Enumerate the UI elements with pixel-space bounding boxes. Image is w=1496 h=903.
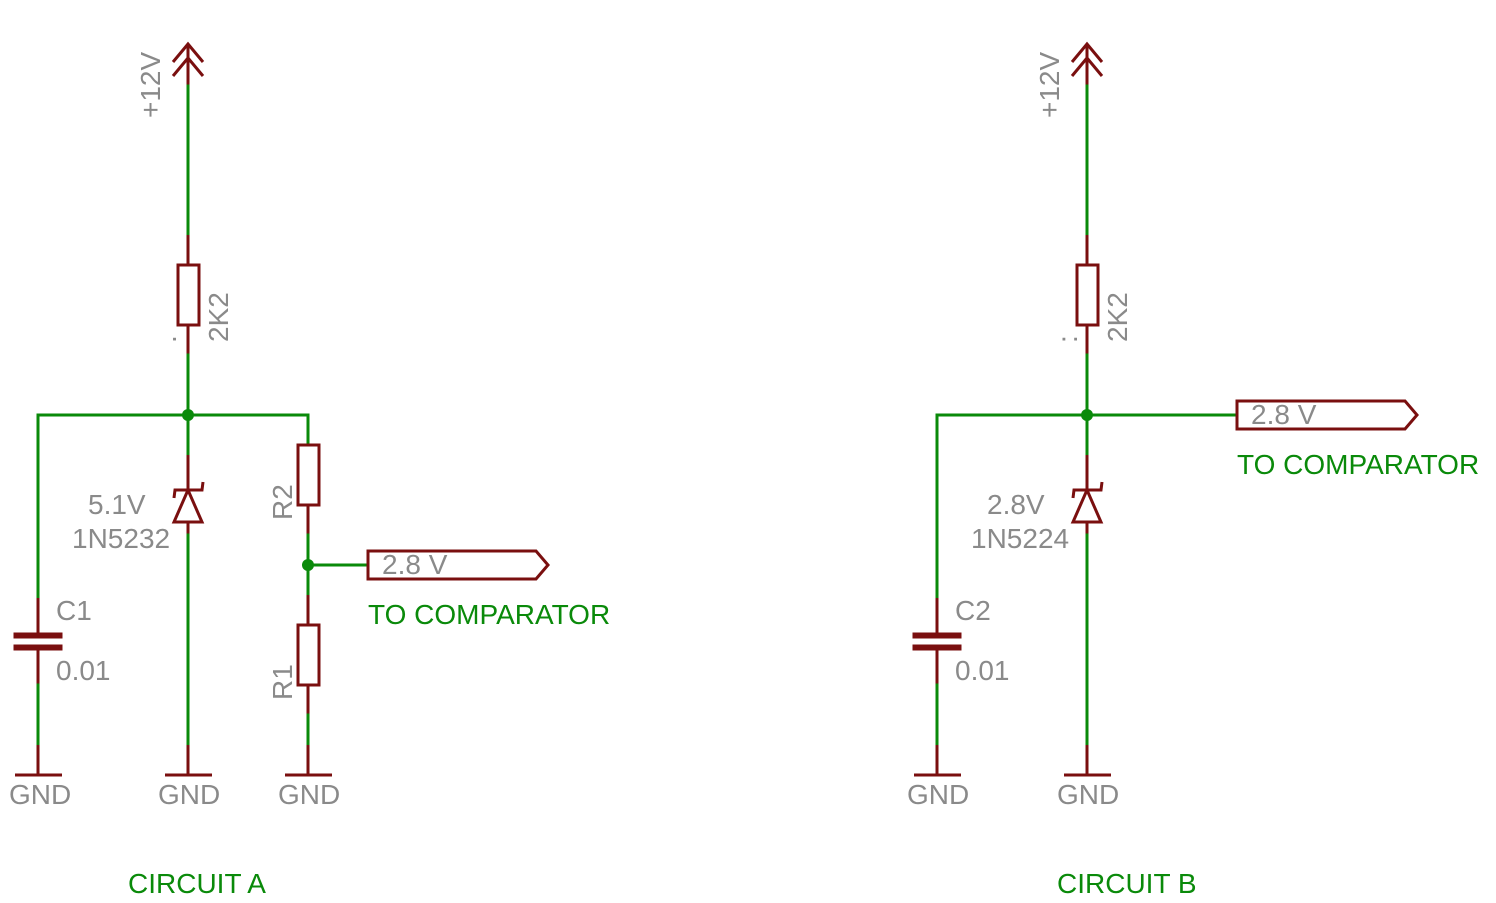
- ground-symbol-a2: [165, 745, 212, 777]
- gnd-label-a2: GND: [158, 779, 220, 810]
- supply-label-b: +12V: [1034, 52, 1065, 118]
- resistor-top-mark-b: :: [1052, 335, 1083, 343]
- cap-value-a: 0.01: [56, 655, 111, 686]
- zener-part-b: 1N5224: [971, 523, 1069, 554]
- resistor-top-value-a: 2K2: [203, 292, 234, 342]
- cap-name-a: C1: [56, 595, 92, 626]
- output-port-b: [1235, 399, 1419, 431]
- zener-diode-b: [1070, 455, 1104, 535]
- output-label-b: 2.8 V: [1251, 399, 1317, 430]
- output-dest-a: TO COMPARATOR: [368, 599, 610, 630]
- cap-name-b: C2: [955, 595, 991, 626]
- circuit-a-title: CIRCUIT A: [128, 868, 266, 899]
- circuit-b: +12V 2K2 : 2.8 V TO COMPARATOR C2 0.01: [907, 41, 1479, 899]
- r2-label: R2: [267, 484, 298, 520]
- zener-voltage-b: 2.8V: [987, 489, 1045, 520]
- resistor-r1: [296, 595, 321, 715]
- ground-symbol-a1: [15, 745, 62, 777]
- resistor-top-mark-a: .: [151, 335, 182, 343]
- capacitor-c2: [912, 598, 962, 685]
- output-port-a: [366, 549, 550, 581]
- zener-part-a: 1N5232: [72, 523, 170, 554]
- ground-symbol-b1: [914, 745, 961, 777]
- capacitor-c1: [13, 598, 63, 685]
- resistor-2k2-b: [1075, 235, 1100, 355]
- ground-symbol-b2: [1064, 745, 1111, 777]
- cap-value-b: 0.01: [955, 655, 1010, 686]
- output-label-a: 2.8 V: [382, 549, 448, 580]
- gnd-label-b2: GND: [1057, 779, 1119, 810]
- resistor-2k2-a: [176, 235, 201, 355]
- gnd-label-b1: GND: [907, 779, 969, 810]
- output-dest-b: TO COMPARATOR: [1237, 449, 1479, 480]
- circuit-b-title: CIRCUIT B: [1057, 868, 1197, 899]
- zener-voltage-a: 5.1V: [88, 489, 146, 520]
- gnd-label-a1: GND: [9, 779, 71, 810]
- resistor-r2: [296, 443, 321, 535]
- supply-label-a: +12V: [135, 52, 166, 118]
- r1-label: R1: [267, 664, 298, 700]
- supply-12v-symbol-a: [171, 41, 205, 86]
- supply-12v-symbol-b: [1070, 41, 1104, 86]
- circuit-a: +12V 2K2 . C1 0.01: [9, 41, 610, 899]
- gnd-label-a3: GND: [278, 779, 340, 810]
- ground-symbol-a3: [285, 745, 332, 777]
- resistor-top-value-b: 2K2: [1102, 292, 1133, 342]
- zener-diode-a: [171, 455, 205, 535]
